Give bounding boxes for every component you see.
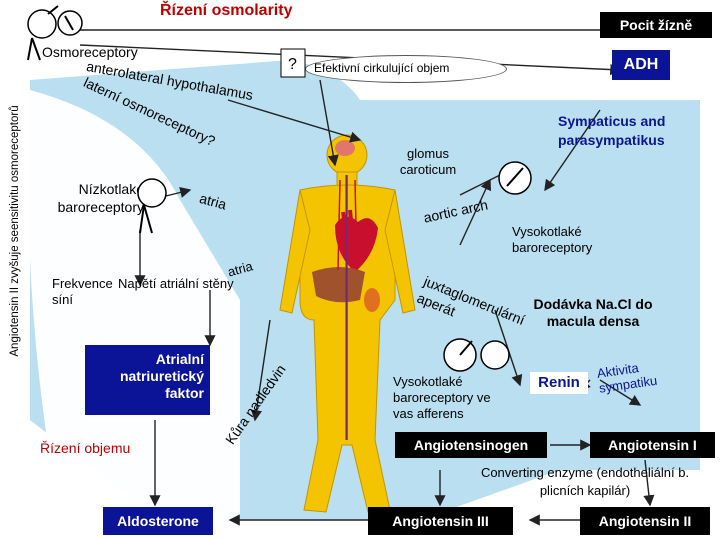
angiotensin-3-box: Angiotensin III	[368, 507, 513, 535]
nizkotlake-label: Nízkotlaké baroreceptory	[34, 180, 144, 216]
napeti-text: Napětí atriální stěny	[118, 276, 234, 291]
aldosterone-box: Aldosterone	[103, 507, 213, 535]
angiotensin-1-label: Angiotensin I	[608, 437, 697, 453]
key-receptor-icon	[443, 338, 477, 372]
renin-box: Renin	[530, 372, 588, 394]
pocit-zizne-label: Pocit žízně	[619, 17, 693, 33]
adh-label: ADH	[623, 56, 659, 73]
anp-box: Atrialní natriuretický faktor	[85, 345, 210, 415]
efektivni-objem-ellipse	[305, 55, 507, 83]
side-vertical-label: Angiotensin II zvyšuje seensitivitu osmo…	[9, 105, 21, 357]
rizeni-objemu-label: Řízení objemu	[40, 440, 131, 456]
angiotensin-2-label: Angiotensin II	[598, 513, 692, 529]
angiotensin-2-box: Angiotensin II	[580, 507, 710, 535]
key-receptor-icon	[137, 178, 167, 234]
key-receptor-icon	[57, 10, 83, 36]
angiotensinogen-box: Angiotensinogen	[395, 432, 547, 458]
angiotensin-1-box: Angiotensin I	[590, 432, 715, 458]
renin-label: Renin	[538, 374, 580, 391]
adh-box: ADH	[612, 50, 670, 80]
vysokotlake-vas-afferens-label: Vysokotlaké baroreceptory ve vas afferen…	[393, 374, 513, 422]
glomus-text: glomus caroticum	[399, 146, 457, 177]
page-title: Řízení osmolarity	[160, 2, 293, 19]
vysokotlake-text: Vysokotlaké baroreceptory	[512, 224, 593, 255]
svg-text:?: ?	[288, 56, 297, 73]
frekvence-label: Frekvence síní	[52, 276, 113, 308]
frekvence-text: Frekvence síní	[52, 276, 113, 307]
key-receptor-icon	[480, 340, 510, 370]
osmoreceptory-label: Osmoreceptory	[42, 44, 138, 60]
angiotensin-3-label: Angiotensin III	[392, 513, 489, 529]
pocit-zizne-box: Pocit žízně	[600, 12, 712, 38]
davka-nacl-label: Dodávka Na.Cl do macula densa	[518, 296, 668, 330]
vysokotlake-aff-text: Vysokotlaké baroreceptory ve vas afferen…	[393, 374, 491, 421]
napeti-label: Napětí atriální stěny	[118, 276, 248, 292]
angiotensinogen-label: Angiotensinogen	[413, 437, 529, 453]
anp-label: Atrialní natriuretický faktor	[119, 351, 204, 401]
question-mark-icon: ?	[280, 48, 306, 78]
glomus-caroticum-label: glomus caroticum	[388, 146, 468, 178]
vysokotlake-label: Vysokotlaké baroreceptory	[512, 224, 622, 256]
davka-text: Dodávka Na.Cl do macula densa	[533, 296, 653, 329]
kidney-icon	[364, 288, 380, 312]
converting-enzyme-label: Converting enzyme (endotheliální b. plic…	[460, 464, 710, 500]
converting-text: Converting enzyme (endotheliální b. plic…	[480, 465, 690, 498]
aldosterone-label: Aldosterone	[117, 513, 199, 529]
sympaticus-text: Sympaticus and parasympatikus	[558, 113, 666, 148]
nizkotlake-text: Nízkotlaké baroreceptory	[57, 181, 144, 215]
brain-icon	[335, 140, 355, 156]
key-receptor-icon	[498, 161, 532, 195]
efektivni-objem-label: Efektivní cirkulující objem	[314, 61, 450, 75]
key-receptor-icon	[27, 5, 59, 61]
sympaticus-label: Sympaticus and parasympatikus	[558, 112, 698, 150]
